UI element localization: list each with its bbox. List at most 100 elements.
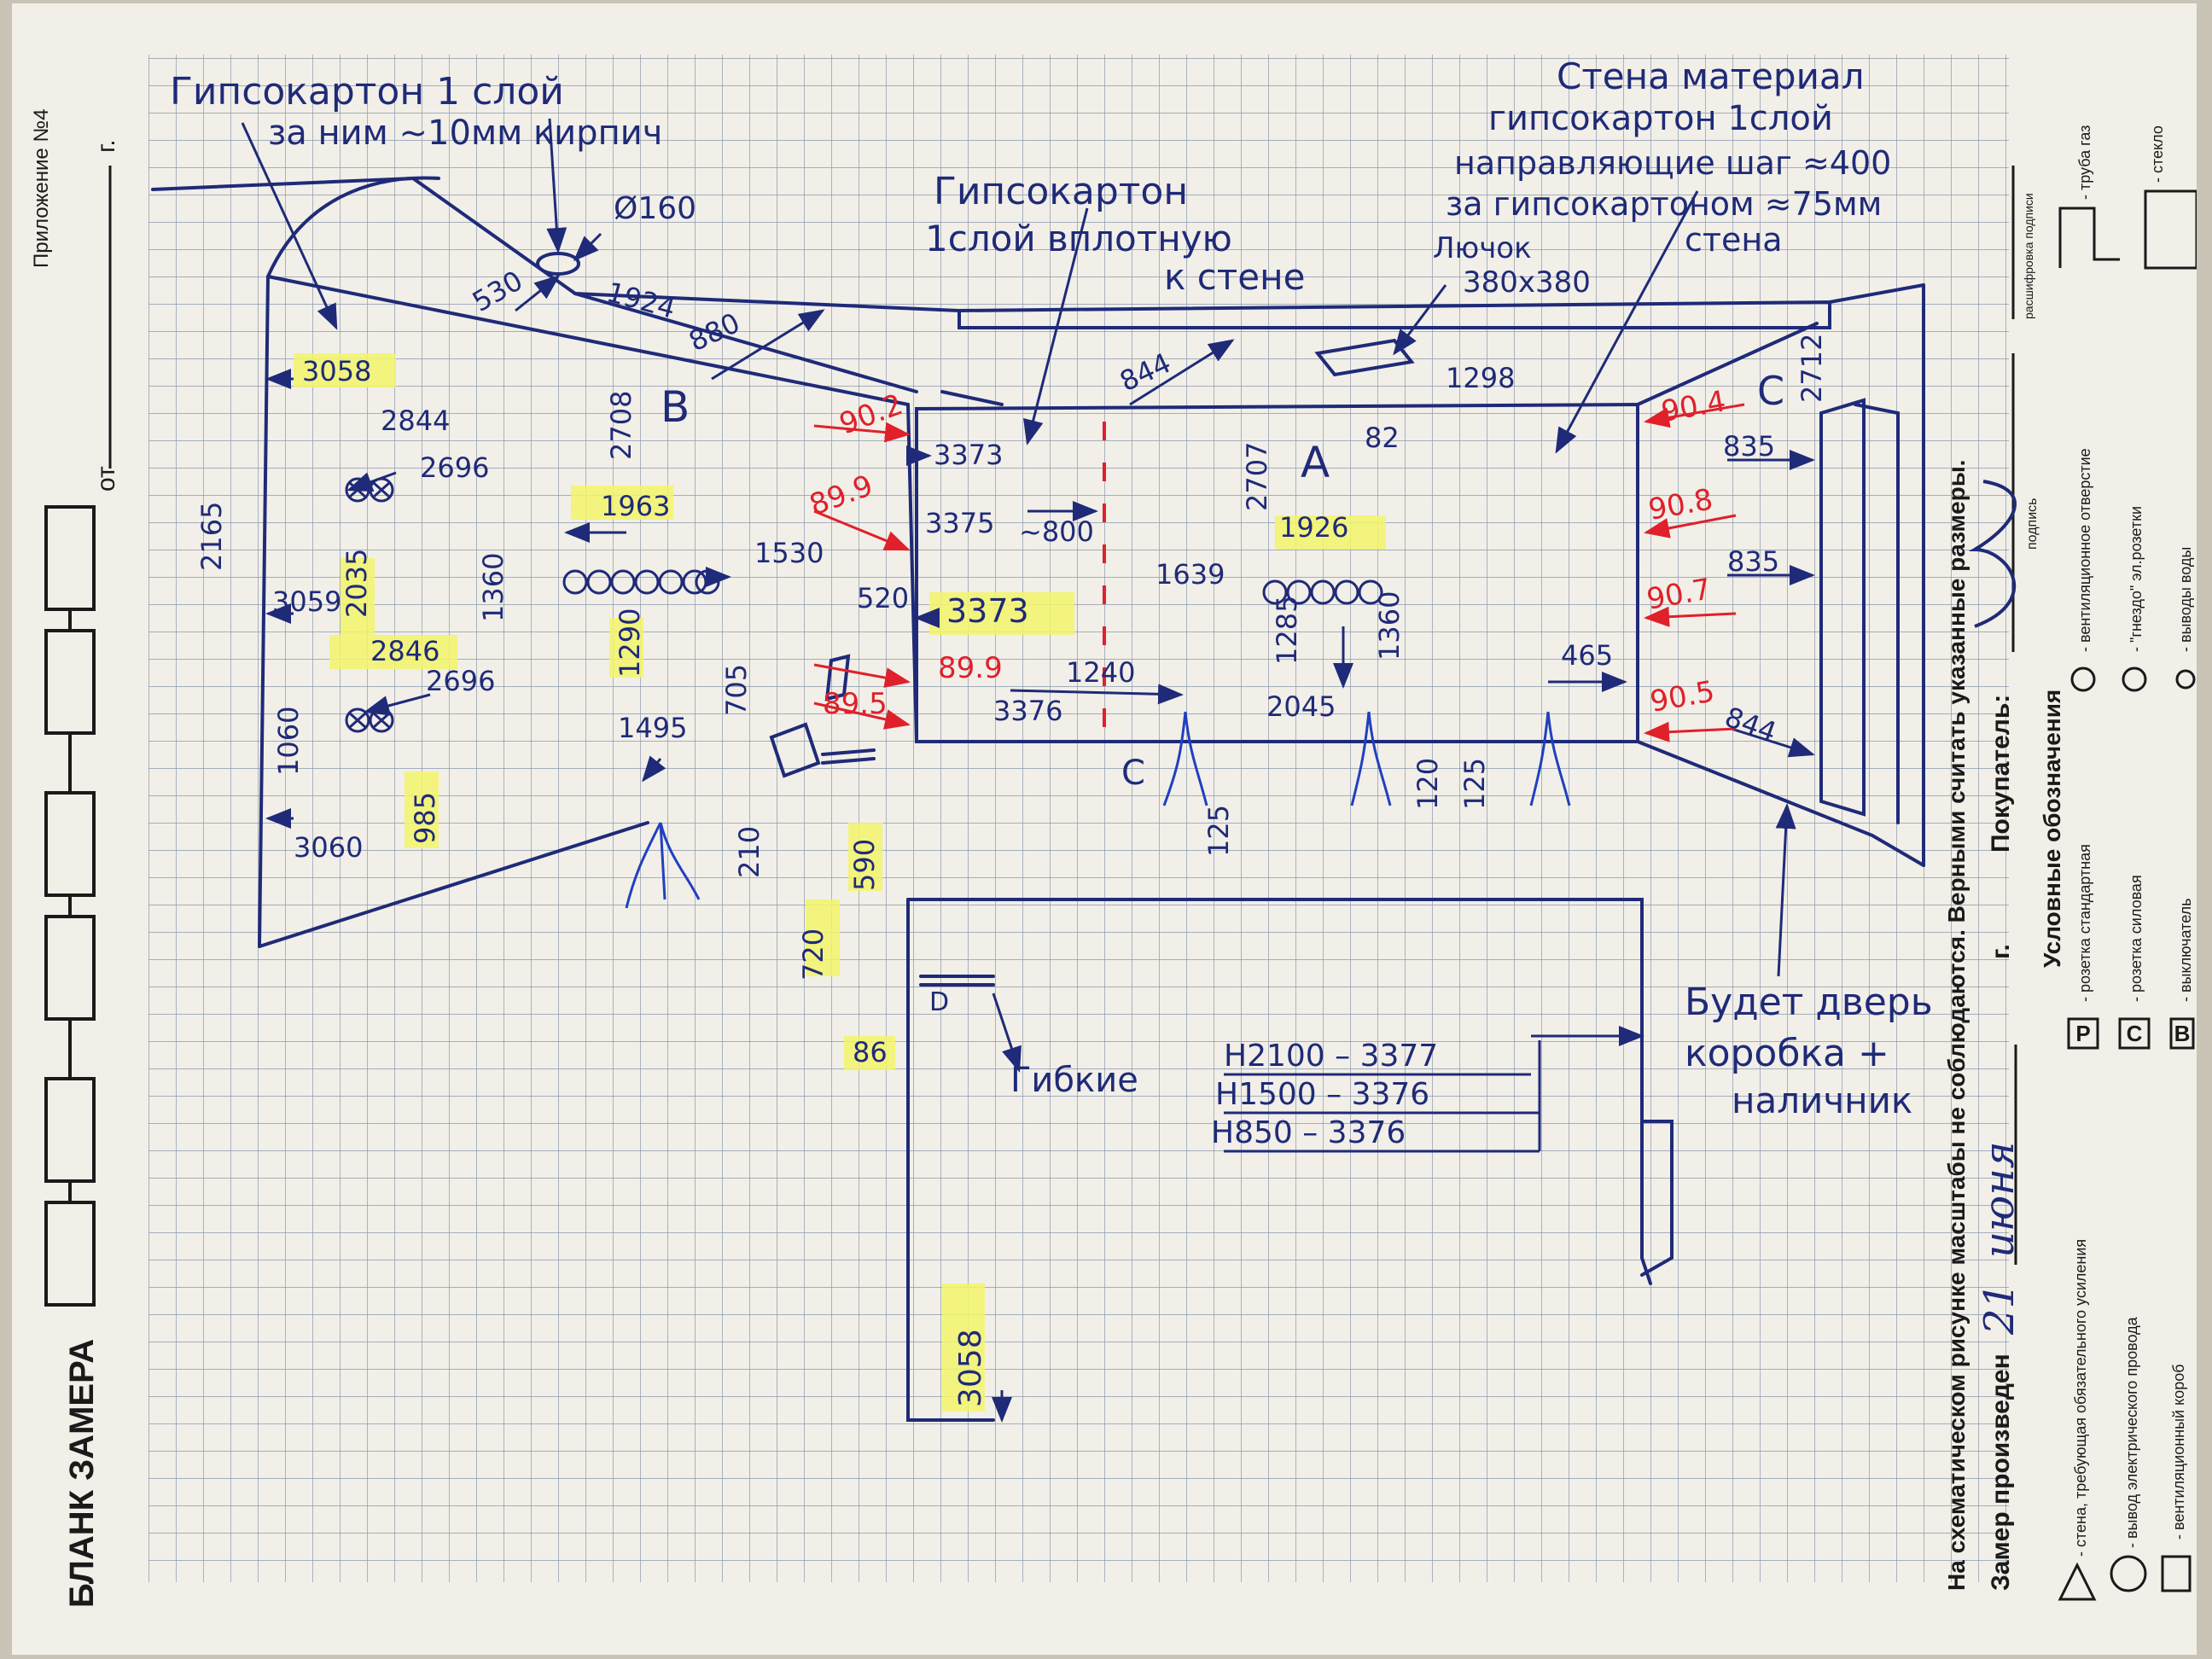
left-corner-curve bbox=[266, 176, 440, 278]
opening-right-jamb bbox=[1640, 1120, 1674, 1277]
legend-wall: - стена, требующая обязательного усилени… bbox=[2072, 1239, 2089, 1557]
dim-800: ~800 bbox=[1019, 515, 1094, 548]
dim-3058-top: 3058 bbox=[302, 355, 371, 387]
duct-160 bbox=[536, 252, 580, 276]
angle-arrows bbox=[813, 403, 1745, 742]
dim-1360-a: 1360 bbox=[477, 553, 509, 622]
legend-socket-nest: - "гнездо" эл.розетки bbox=[2128, 506, 2145, 652]
buyer-signature bbox=[1968, 480, 2017, 628]
form-title: БЛАНК ЗАМЕРА bbox=[63, 1339, 101, 1608]
legend: Условные обозначения - стена, требующая … bbox=[2039, 125, 2197, 1601]
glass-icon bbox=[2144, 189, 2197, 270]
floor-right-edge bbox=[1636, 740, 1925, 867]
note-right-5: стена bbox=[1685, 221, 1783, 259]
vent-hole-icon bbox=[2070, 667, 2096, 692]
legend-glass: - стекло bbox=[2149, 125, 2166, 183]
note-hatch-1: Лючок bbox=[1433, 231, 1532, 265]
dim-2707: 2707 bbox=[1241, 442, 1273, 511]
dim-1495: 1495 bbox=[618, 712, 687, 744]
note-center-2: 1слой вплотную bbox=[925, 218, 1232, 259]
dim-1285: 1285 bbox=[1271, 596, 1303, 665]
legend-title: Условные обозначения bbox=[2039, 690, 2065, 968]
angle-89-5: 89.5 bbox=[823, 687, 888, 721]
disclaimer: На схематическом рисунке масштабы не соб… bbox=[1943, 460, 1970, 1591]
dimension-arrows bbox=[241, 118, 1815, 1423]
legend-P-symbol: P bbox=[2075, 1021, 2090, 1046]
form-header-strip: БЛАНК ЗАМЕРА от г. Приложение №4 bbox=[30, 108, 120, 1608]
legend-gas-pipe: - труба газ bbox=[2076, 125, 2093, 200]
ot-label: от bbox=[92, 466, 120, 492]
dim-2696-b: 2696 bbox=[426, 665, 495, 697]
dim-3375: 3375 bbox=[925, 507, 994, 539]
legend-switch: - выключатель bbox=[2177, 898, 2194, 1002]
dim-1360-b: 1360 bbox=[1373, 591, 1406, 661]
water-outlets bbox=[625, 711, 1571, 909]
flex-pipe-lines bbox=[919, 975, 995, 987]
dim-2712: 2712 bbox=[1796, 334, 1828, 403]
wall-label-A: A bbox=[1301, 438, 1330, 487]
dim-3060: 3060 bbox=[294, 831, 363, 864]
door-frame-left bbox=[1819, 398, 1866, 817]
socket-std-icon bbox=[2067, 1017, 2099, 1050]
wall-warning-icon bbox=[2058, 1562, 2097, 1601]
note-right-2: гипсокартон 1слой bbox=[1488, 99, 1833, 138]
socket-nest-icon bbox=[2122, 667, 2147, 692]
appendix-label: Приложение №4 bbox=[30, 108, 53, 268]
ceiling-soffit-left bbox=[266, 275, 910, 406]
dim-1639: 1639 bbox=[1155, 558, 1225, 591]
dim-720: 720 bbox=[797, 928, 830, 981]
note-door-3: наличник bbox=[1732, 1080, 1912, 1121]
buyer-label: Покупатель: bbox=[1987, 695, 2015, 853]
dim-120: 120 bbox=[1412, 758, 1444, 810]
legend-vent-hole: - вентиляционное отверстие bbox=[2076, 448, 2093, 652]
signature-caption: подпись bbox=[2025, 498, 2040, 550]
note-door-2: коробка + bbox=[1685, 1032, 1889, 1075]
note-center-1: Гипсокартон bbox=[934, 170, 1188, 213]
ceiling-right-corner bbox=[1636, 322, 1819, 406]
note-right-4: за гипсокартоном ≈75мм bbox=[1446, 185, 1882, 223]
dim-3058-bottom: 3058 bbox=[953, 1329, 988, 1407]
sheet-drawing: БЛАНК ЗАМЕРА от г. Приложение №4 На схем… bbox=[30, 55, 2197, 1608]
highlights bbox=[294, 353, 1386, 1412]
form-footer-strip: На схематическом рисунке масштабы не соб… bbox=[1943, 166, 2040, 1591]
socket-group-5 bbox=[1262, 579, 1383, 605]
dim-210: 210 bbox=[733, 826, 765, 878]
dim-835-a: 835 bbox=[1723, 430, 1775, 463]
note-center-3: к стене bbox=[1164, 256, 1305, 298]
duct-diameter: Ø160 bbox=[614, 191, 696, 226]
note-right-1: Стена материал bbox=[1557, 55, 1864, 97]
dim-465: 465 bbox=[1561, 639, 1613, 672]
socket-power-icon bbox=[2118, 1017, 2151, 1050]
opening-left-jamb bbox=[906, 898, 995, 1422]
legend-water: - выводы воды bbox=[2177, 547, 2194, 652]
g-label: г. bbox=[92, 139, 120, 153]
measured-label: Замер произведен bbox=[1987, 1353, 2015, 1591]
handwritten-notes: Гипсокартон 1 слой за ним ~10мм кирпич Г… bbox=[170, 55, 1933, 1121]
wall-label-C: C bbox=[1757, 368, 1784, 414]
legend-vent-box: - вентиляционный короб bbox=[2170, 1364, 2187, 1540]
legend-socket-power: - розетка силовая bbox=[2128, 875, 2145, 1002]
measurement-form-sheet: БЛАНК ЗАМЕРА от г. Приложение №4 На схем… bbox=[12, 3, 2197, 1655]
pipe-fitting bbox=[769, 722, 821, 778]
dim-1290: 1290 bbox=[614, 608, 646, 678]
room-outline bbox=[151, 176, 1925, 1422]
height-1500: H1500 – 3376 bbox=[1215, 1077, 1429, 1112]
height-850: H850 – 3376 bbox=[1211, 1115, 1406, 1150]
measured-day: 21 bbox=[1976, 1283, 2023, 1336]
dim-1963: 1963 bbox=[601, 490, 670, 522]
signature-decoding: расшифровка подписи bbox=[2022, 193, 2035, 319]
dim-1530: 1530 bbox=[754, 537, 824, 569]
dim-985: 985 bbox=[409, 792, 441, 844]
note-flex: Гибкие bbox=[1010, 1061, 1138, 1100]
note-door-1: Будет дверь bbox=[1685, 981, 1933, 1024]
pipe-label-C: C bbox=[1121, 754, 1145, 793]
dim-1298: 1298 bbox=[1446, 362, 1515, 394]
soffit-joint bbox=[573, 292, 961, 329]
vent-box-icon bbox=[2161, 1555, 2192, 1592]
ceiling-left-edge bbox=[151, 176, 918, 393]
dim-3059: 3059 bbox=[272, 585, 341, 618]
dim-1060: 1060 bbox=[272, 707, 305, 776]
note-left-wall-2: за ним ~10мм кирпич bbox=[268, 114, 662, 153]
ceiling-right-edge bbox=[1828, 283, 1925, 304]
switch-icon bbox=[2169, 1017, 2195, 1050]
